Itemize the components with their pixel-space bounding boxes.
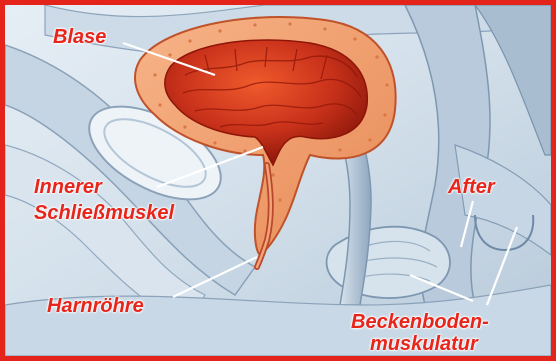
label-harnroehre: Harnröhre [47,295,144,317]
label-beckenbodenmuskulatur-line2: muskulatur [370,333,478,355]
label-after: After [448,176,495,198]
label-beckenbodenmuskulatur-line1: Beckenboden- [351,311,489,333]
label-innerer-schliessmuskel-line2: Schließmuskel [34,202,174,224]
label-blase: Blase [53,26,106,48]
label-innerer-schliessmuskel-line1: Innerer [34,176,102,198]
